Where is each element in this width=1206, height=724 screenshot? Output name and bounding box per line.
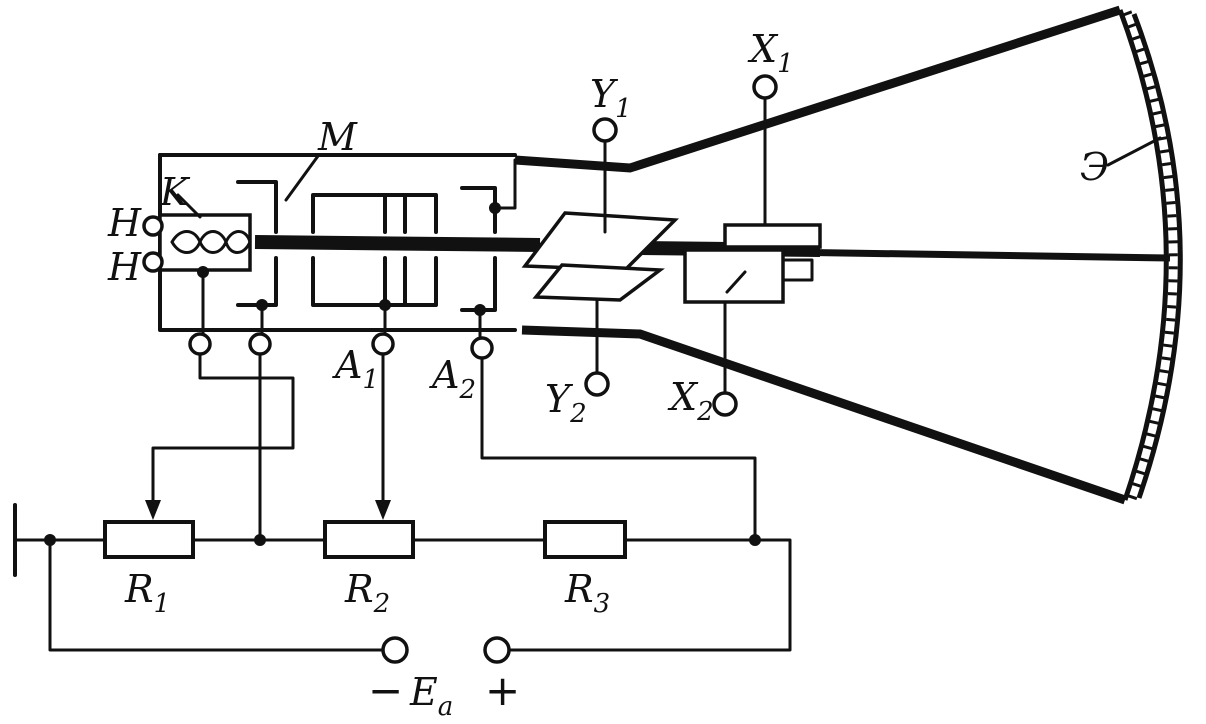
external-wiring [145,352,757,542]
label-heater-1: H [107,201,142,245]
label-cathode: K [159,170,191,214]
label-r1: R1 [124,567,170,619]
second-anode [460,158,517,312]
resistor-r2 [323,520,415,559]
label-minus: − [368,666,403,715]
x-deflection-plates [683,74,822,417]
electron-beam [254,235,541,252]
electron-beam-tail [779,248,1171,262]
label-r3: R3 [564,567,610,619]
resistor-chain [13,503,792,664]
label-anode-2: A2 [429,353,476,405]
label-r2: R2 [344,567,390,619]
heater-cathode [142,193,252,273]
label-x-plate-1: X1 [747,27,794,79]
label-anode-1: A1 [332,343,379,395]
y-deflection-plates [521,117,679,397]
label-heater-2: H [107,245,142,289]
label-plus: + [485,666,520,715]
label-screen: Э [1080,145,1109,189]
first-anode [311,193,438,307]
resistor-r1 [103,520,195,559]
resistor-r3 [543,520,627,559]
label-x-plate-2: X2 [667,375,714,427]
label-y-plate-2: Y2 [545,377,587,429]
label-modulator: M [317,115,358,159]
label-y-plate-1: Y1 [590,72,632,124]
fluorescent-screen [1106,9,1183,501]
label-supply: Ea [409,670,453,722]
